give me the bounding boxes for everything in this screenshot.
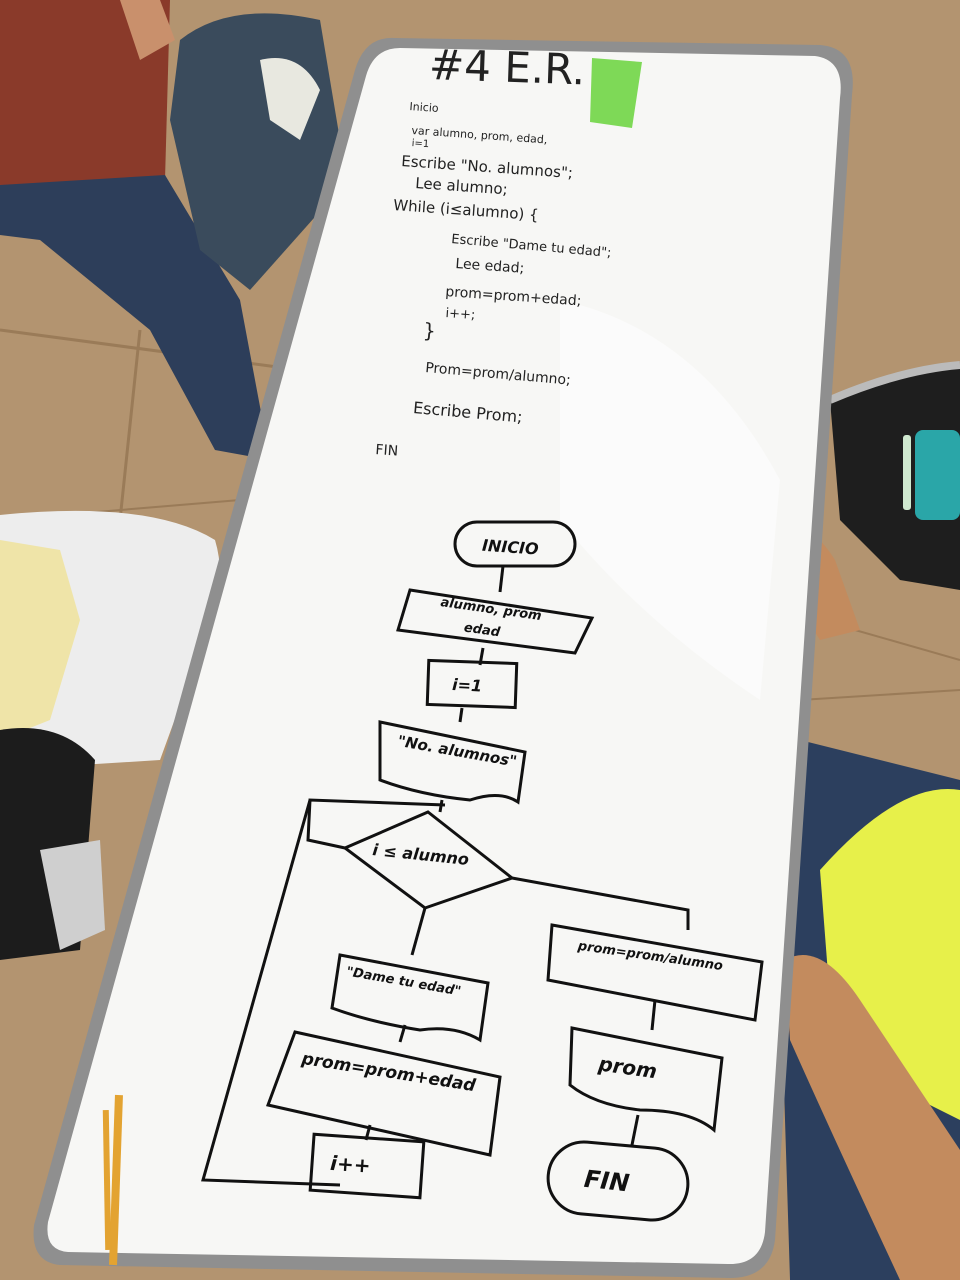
pseudocode-line: } [422,318,437,343]
pencil [102,1094,123,1266]
chair-left [0,510,220,960]
pseudocode-line: i++; [444,306,476,324]
pseudocode-line: i=1 [411,138,430,151]
chair-right [828,361,960,590]
flowchart [201,520,764,1222]
board-header: #4 E.R. [428,40,587,95]
sticky-note [590,58,642,128]
pseudocode-line: Inicio [409,100,440,115]
whiteboard [33,37,853,1278]
backpack [170,13,340,290]
student-right [780,528,960,1280]
pseudocode-line: FIN [374,442,399,460]
